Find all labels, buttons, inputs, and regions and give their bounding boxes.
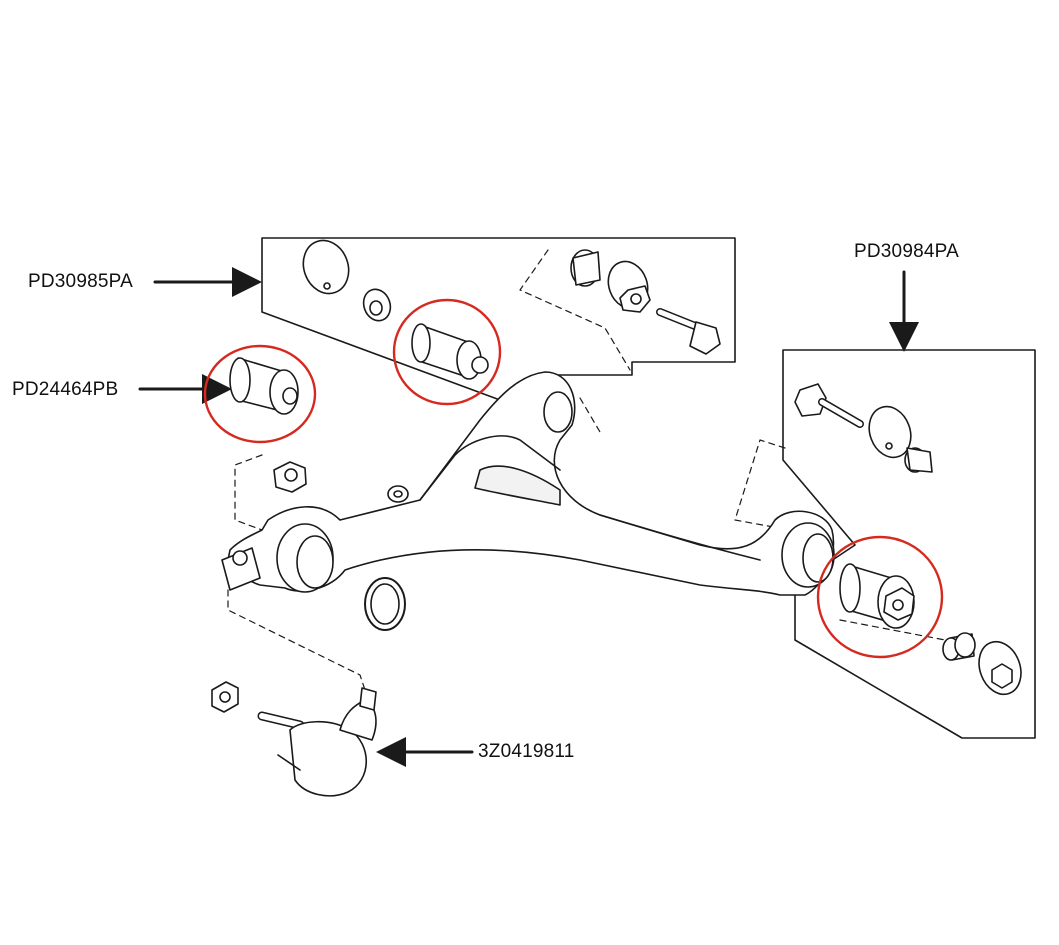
washer-right-lower (978, 640, 1022, 696)
nut-left (273, 461, 307, 493)
bushing-right (839, 563, 915, 629)
dash-left-vertical (234, 454, 263, 531)
sleeve-right-lower (942, 632, 976, 661)
control-arm (221, 371, 835, 596)
highlight-bushing-left (203, 344, 317, 444)
label-pd30984pa: PD30984PA (854, 241, 959, 262)
nut-upper-right (619, 285, 651, 313)
highlight-bushing-upper (392, 298, 502, 406)
label-pd24464pb: PD24464PB (12, 379, 119, 400)
sleeve-right-upper (904, 447, 933, 473)
dash-right-kit (734, 439, 791, 531)
label-pd30985pa: PD30985PA (28, 271, 133, 292)
kit-box-upper-left (261, 237, 736, 401)
kit-box-right (782, 349, 1036, 739)
bolt-upper-right (656, 308, 721, 355)
highlight-bushing-right (816, 535, 944, 659)
spacer-small-upper-left (362, 288, 392, 322)
ball-joint (257, 687, 377, 797)
dash-balljoint (227, 589, 366, 691)
dash-upper-kit (519, 249, 631, 371)
circlip (364, 577, 406, 631)
bushing-upper (411, 323, 489, 380)
label-3z0419811: 3Z0419811 (478, 741, 575, 762)
bolt-right (794, 383, 864, 428)
bushing-left (229, 357, 299, 415)
dash-upper-bracket (579, 397, 601, 433)
washer-large-upper-left (302, 239, 350, 295)
nut-balljoint (211, 681, 239, 713)
washer-right-upper (868, 405, 912, 459)
sleeve-upper-right (570, 249, 601, 287)
